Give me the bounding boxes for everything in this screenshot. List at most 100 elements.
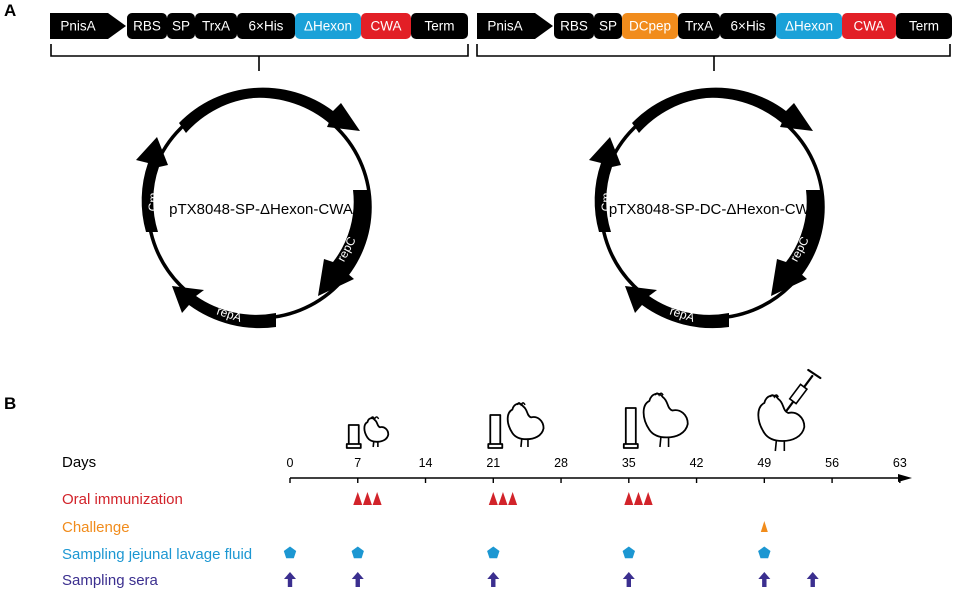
panel-a-label: A (4, 1, 16, 20)
svg-text:TrxA: TrxA (202, 19, 230, 34)
block-trxa: TrxA (195, 13, 237, 39)
block-cwa: CWA (361, 13, 411, 39)
chick-with-feeder-icon (345, 416, 390, 449)
bracket (50, 44, 469, 71)
panel-b-label: B (4, 394, 16, 413)
tick-label: 63 (893, 456, 907, 470)
svg-text:PnisA: PnisA (60, 19, 95, 34)
svg-text:DCpep: DCpep (629, 19, 671, 34)
block-sp: SP (594, 13, 622, 39)
sera-sampling-marker (487, 572, 500, 587)
svg-text:SP: SP (599, 19, 617, 34)
block-his-tag: 6×His (720, 13, 776, 39)
svg-text:TrxA: TrxA (685, 19, 713, 34)
gene-arrow-cm (136, 137, 168, 232)
svg-text:RBS: RBS (560, 19, 588, 34)
chicken-injection-icon (757, 368, 822, 452)
plasmid-map-2: repC repA Cm pTX8048-SP-DC-ΔHexon-CWA (589, 87, 825, 329)
svg-text:CWA: CWA (371, 19, 402, 34)
sera-sampling-marker (758, 572, 771, 587)
block-dcpep: DCpep (622, 13, 678, 39)
tick-label: 28 (554, 456, 568, 470)
tick-label: 14 (419, 456, 433, 470)
immunization-marker (362, 492, 372, 505)
block-hexon: ΔHexon (776, 13, 842, 39)
block-term: Term (896, 13, 952, 39)
young-chicken-with-feeder-icon (487, 402, 545, 449)
svg-text:6×His: 6×His (249, 19, 284, 34)
timeline-markers (283, 492, 819, 587)
lavage-sampling-marker (283, 546, 297, 559)
gene-arrow-repc (771, 190, 824, 296)
immunization-marker (353, 492, 363, 505)
challenge-marker (760, 521, 768, 532)
sera-sampling-marker (806, 572, 819, 587)
tick-label: 7 (354, 456, 361, 470)
plasmid-name: pTX8048-SP-DC-ΔHexon-CWA (609, 201, 819, 218)
gene-label-cm: Cm (599, 193, 613, 212)
plasmid-map-1: repC repA Cm pTX8048-SP-ΔHexon-CWA (136, 87, 372, 329)
immunization-marker (643, 492, 653, 505)
lavage-sampling-marker (758, 546, 771, 559)
immunization-marker (624, 492, 634, 505)
block-cwa: CWA (842, 13, 896, 39)
gene-label-cm: Cm (146, 193, 160, 212)
tick-label: 35 (622, 456, 636, 470)
tick-label: 0 (287, 456, 294, 470)
chicken-with-feeder-icon (622, 392, 689, 449)
row-label-sampling-sera: Sampling sera (62, 572, 159, 589)
block-hexon: ΔHexon (295, 13, 361, 39)
block-his-tag: 6×His (237, 13, 295, 39)
svg-text:RBS: RBS (133, 19, 161, 34)
immunization-marker (633, 492, 643, 505)
block-rbs: RBS (127, 13, 167, 39)
tick-label: 56 (825, 456, 839, 470)
immunization-marker (508, 492, 518, 505)
tick-label: 49 (757, 456, 771, 470)
sera-sampling-marker (622, 572, 635, 587)
svg-text:CWA: CWA (854, 19, 885, 34)
svg-text:Term: Term (425, 19, 455, 34)
gene-block-row-2: PnisA RBS SP DCpep TrxA 6×His (477, 13, 952, 39)
block-sp: SP (167, 13, 195, 39)
row-label-challenge: Challenge (62, 519, 130, 536)
sera-sampling-marker (284, 572, 296, 587)
lavage-sampling-marker (487, 546, 500, 559)
svg-text:ΔHexon: ΔHexon (304, 19, 352, 34)
construct-2: PnisA RBS SP DCpep TrxA 6×His (476, 13, 952, 329)
block-pnisa: PnisA (50, 13, 126, 39)
construct-1: PnisA RBS SP TrxA 6×His ΔHexon (50, 13, 469, 329)
immunization-marker (372, 492, 382, 505)
svg-text:PnisA: PnisA (487, 19, 522, 34)
bracket (476, 44, 951, 71)
lavage-sampling-marker (351, 546, 364, 559)
block-pnisa: PnisA (477, 13, 553, 39)
gene-arrow-repa (172, 286, 276, 329)
gene-arrow-repc (318, 190, 371, 296)
gene-arrow-cm (589, 137, 621, 232)
block-term: Term (411, 13, 468, 39)
days-axis-label: Days (62, 454, 96, 471)
legend-labels: Oral immunization Challenge Sampling jej… (62, 491, 252, 589)
svg-text:ΔHexon: ΔHexon (785, 19, 833, 34)
plasmid-name: pTX8048-SP-ΔHexon-CWA (169, 201, 353, 218)
block-trxa: TrxA (678, 13, 720, 39)
gene-block-row-1: PnisA RBS SP TrxA 6×His ΔHexon (50, 13, 468, 39)
row-label-jejunal-lavage: Sampling jejunal lavage fluid (62, 546, 252, 563)
svg-text:SP: SP (172, 19, 190, 34)
immunization-marker (498, 492, 508, 505)
svg-text:Term: Term (909, 19, 939, 34)
svg-text:6×His: 6×His (731, 19, 766, 34)
axis-arrowhead (898, 474, 912, 482)
timeline-icons (345, 368, 822, 452)
block-rbs: RBS (554, 13, 594, 39)
sera-sampling-marker (351, 572, 364, 587)
immunization-marker (488, 492, 498, 505)
gene-arrow-top (179, 87, 360, 133)
lavage-sampling-marker (622, 546, 635, 559)
tick-label: 42 (690, 456, 704, 470)
gene-arrow-top (632, 87, 813, 133)
row-label-oral-immunization: Oral immunization (62, 491, 183, 508)
